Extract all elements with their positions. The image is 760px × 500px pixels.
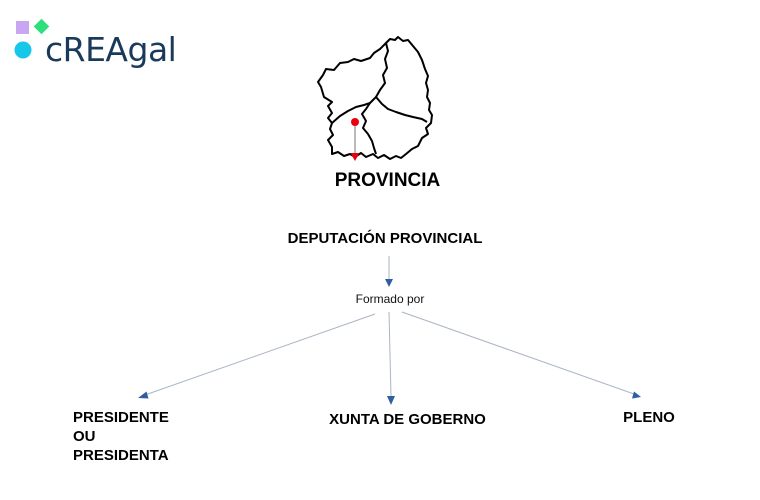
arrow-to-presidente — [144, 313, 376, 396]
arrowhead-xunta — [387, 396, 395, 405]
galicia-provinces-map-icon — [317, 36, 433, 161]
arrowhead-presidente — [138, 391, 149, 399]
node-pleno: PLENO — [623, 409, 675, 426]
map-marker-dot — [351, 118, 359, 126]
logo-shapes-icon — [14, 18, 50, 59]
logo-circle-shape — [14, 41, 32, 59]
map-marker-arrowhead — [350, 153, 360, 161]
node-xunta-de-goberno: XUNTA DE GOBERNO — [329, 411, 486, 428]
arrow-to-pleno — [401, 311, 635, 395]
node-presidente: PRESIDENTE OU PRESIDENTA — [73, 409, 169, 464]
diagram-title: PROVINCIA — [334, 170, 441, 191]
connector-label: Formado por — [355, 292, 425, 306]
arrowhead-root — [385, 279, 393, 287]
logo-square-shape — [16, 21, 29, 34]
arrowhead-pleno — [632, 391, 641, 399]
map-outline — [317, 36, 433, 160]
map-border-ourense — [361, 102, 377, 155]
arrow-to-xunta — [388, 311, 392, 397]
root-node-deputacion: DEPUTACIÓN PROVINCIAL — [287, 230, 483, 247]
logo-wordmark: cREAgal — [45, 30, 177, 69]
creagal-logo: cREAgal — [12, 18, 182, 70]
